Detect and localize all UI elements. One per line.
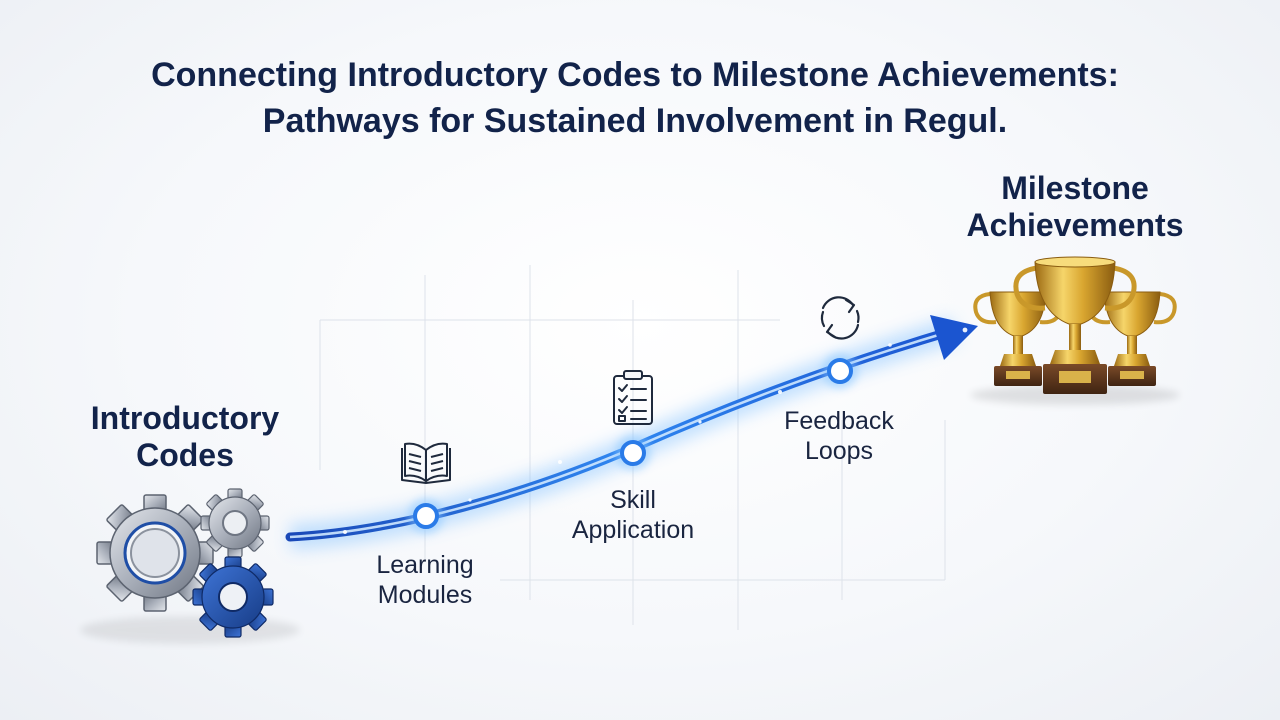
cycle-arrows-icon [820, 296, 860, 340]
gears-icon [96, 488, 274, 638]
step-3-line-1: Feedback [784, 407, 894, 435]
end-label-line-1: Milestone [1001, 170, 1149, 206]
title-line-1: Connecting Introductory Codes to Milesto… [151, 56, 1119, 94]
step-node-3 [822, 353, 858, 389]
title-line-2: Pathways for Sustained Involvement in Re… [262, 102, 1008, 140]
gears-shadow [80, 616, 300, 644]
open-book-icon [401, 442, 451, 484]
step-node-2 [615, 435, 651, 471]
step-node-1 [408, 498, 444, 534]
step-label-learning-modules: Learning Modules [345, 550, 505, 610]
arrowhead [930, 315, 978, 360]
start-label-line-1: Introductory [90, 400, 280, 436]
step-1-line-1: Learning [376, 551, 474, 579]
trophies-shadow [970, 385, 1180, 405]
step-label-skill-application: Skill Application [548, 485, 718, 545]
step-2-line-1: Skill [610, 486, 656, 514]
step-2-line-2: Application [571, 516, 695, 544]
end-label-line-2: Achievements [966, 207, 1184, 243]
page-title: Connecting Introductory Codes to Milesto… [0, 52, 1270, 144]
step-label-feedback-loops: Feedback Loops [759, 406, 919, 466]
step-3-line-2: Loops [804, 437, 874, 465]
step-1-line-2: Modules [377, 581, 473, 609]
end-label: Milestone Achievements [945, 170, 1205, 244]
start-label-line-2: Codes [136, 437, 234, 473]
start-label: Introductory Codes [60, 400, 310, 474]
checklist-clipboard-icon [613, 370, 653, 425]
trophies-icon [973, 256, 1177, 394]
